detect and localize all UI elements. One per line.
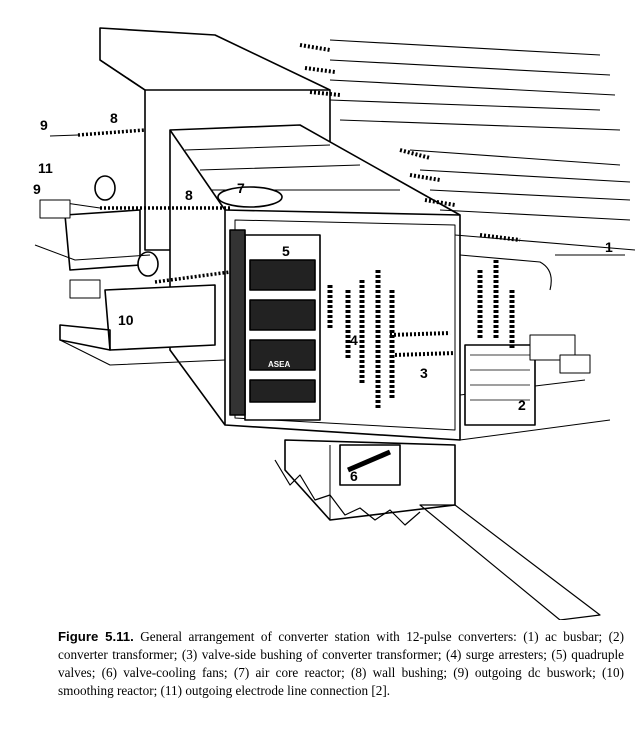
- callout-4: 4: [350, 332, 358, 348]
- callout-2: 2: [518, 397, 526, 413]
- cable-trench: [419, 504, 601, 620]
- annex-electrode-connection: [64, 209, 141, 271]
- wall-bushings: [77, 128, 231, 284]
- air-core-reactor: [217, 186, 283, 208]
- quadruple-valve-stack: [229, 229, 321, 421]
- figure-caption-text: General arrangement of converter station…: [58, 629, 624, 698]
- callout-10: 10: [118, 312, 134, 328]
- callout-7: 7: [237, 180, 245, 196]
- callout-9-lower: 9: [33, 181, 41, 197]
- callout-9-upper: 9: [40, 117, 48, 133]
- figure-caption: Figure 5.11. General arrangement of conv…: [58, 628, 624, 700]
- callout-5: 5: [282, 243, 290, 259]
- callout-8-upper: 8: [110, 110, 118, 126]
- ac-busbar-lines: [329, 39, 636, 291]
- valve-label: ASEA: [268, 360, 290, 369]
- callout-numbers: 1 2 3 4 5 6 7 8 8 9 9 10 11 ASEA: [33, 110, 613, 484]
- valve-cooling-fan: [339, 444, 401, 486]
- callout-6: 6: [350, 468, 358, 484]
- figure-caption-label: Figure 5.11.: [58, 629, 134, 644]
- smoothing-reactor-bottom: [137, 251, 159, 277]
- converter-station-illustration: 1 2 3 4 5 6 7 8 8 9 9 10 11 ASEA: [33, 27, 636, 620]
- callout-3: 3: [420, 365, 428, 381]
- smoothing-reactor-top: [94, 175, 116, 201]
- callout-1: 1: [605, 239, 613, 255]
- callout-8-lower: 8: [185, 187, 193, 203]
- callout-11: 11: [38, 160, 53, 176]
- surge-arresters: [327, 260, 515, 410]
